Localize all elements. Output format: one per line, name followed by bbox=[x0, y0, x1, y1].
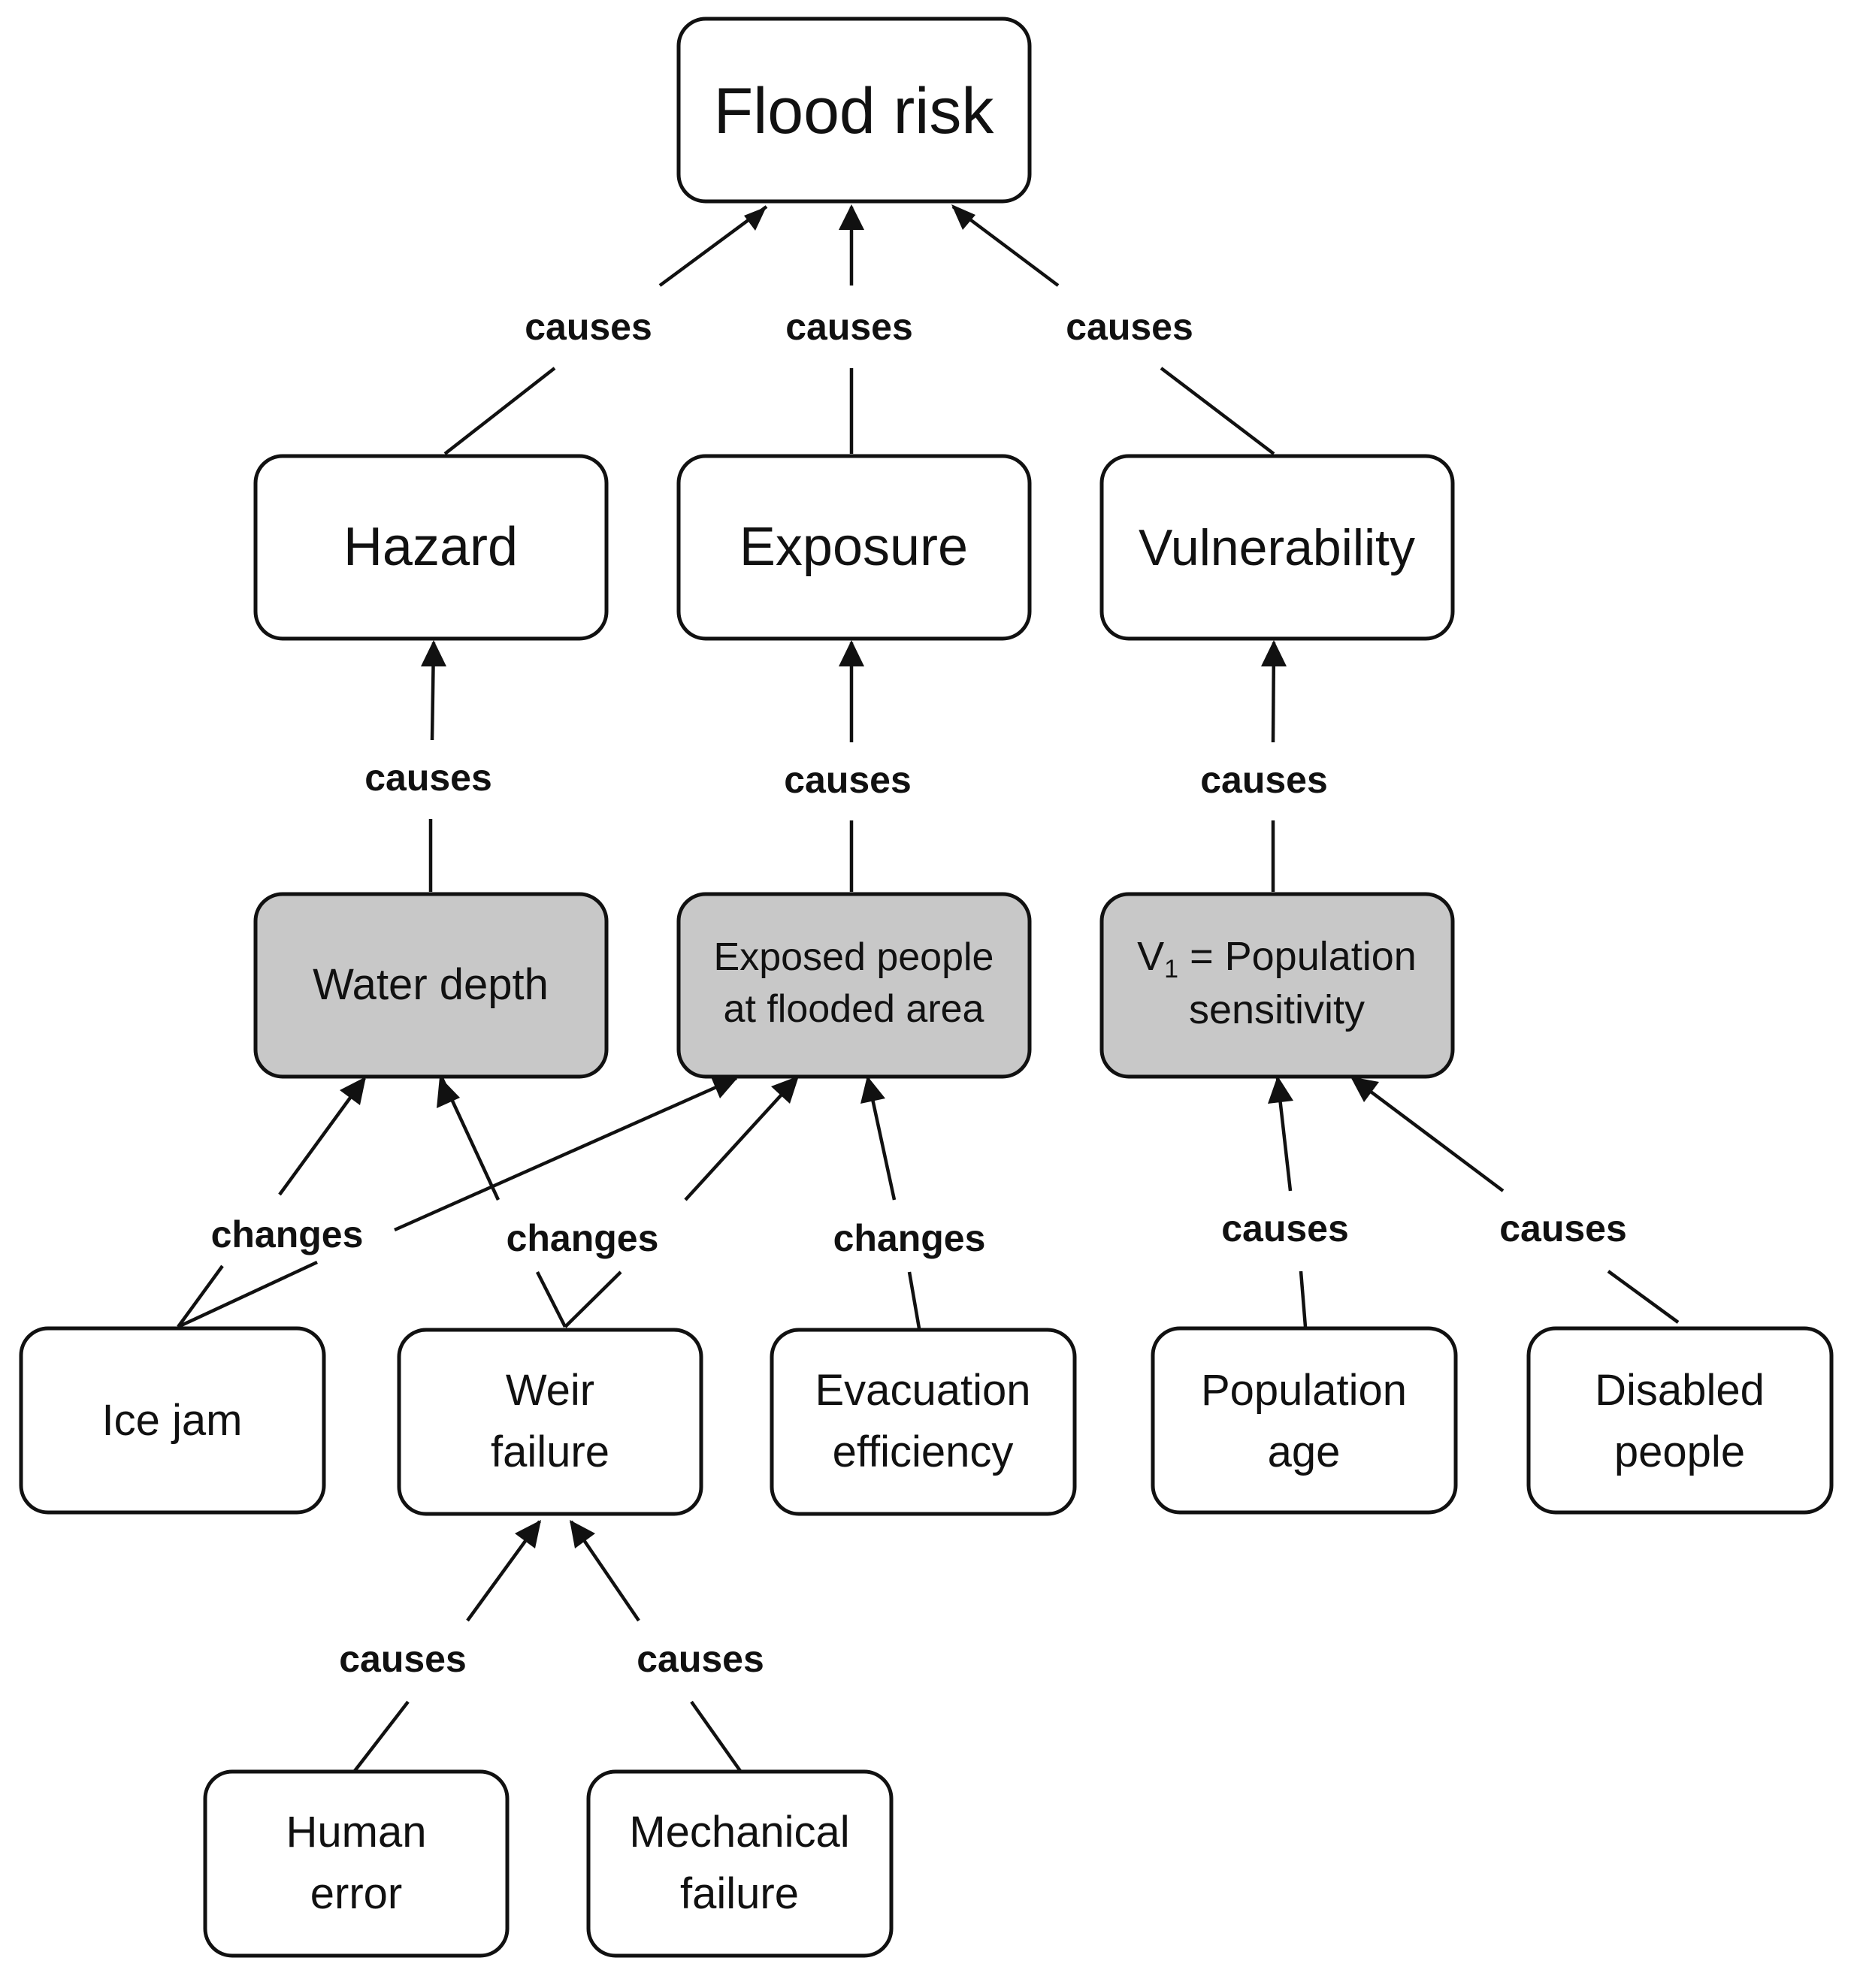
node-water-depth: Water depth bbox=[253, 892, 609, 1079]
edge-human-tail bbox=[353, 1700, 410, 1772]
node-population-sensitivity-line1: V1 = Population bbox=[1137, 934, 1417, 983]
arrowhead-exposure-to-flood-risk bbox=[839, 204, 864, 230]
edge-disabled-head bbox=[1351, 1077, 1505, 1192]
label-causes: causes bbox=[1066, 306, 1193, 348]
edge-popage-tail bbox=[1299, 1270, 1308, 1328]
node-ice-jam-label: Ice jam bbox=[102, 1396, 243, 1445]
arrowhead-wd-to-hazard bbox=[421, 640, 446, 666]
node-vulnerability: Vulnerability bbox=[1099, 454, 1455, 641]
label-causes: causes bbox=[525, 306, 652, 348]
node-ice-jam: Ice jam bbox=[19, 1326, 326, 1515]
edge-icejam-wd-tail bbox=[177, 1264, 224, 1328]
node-weir-failure: Weir failure bbox=[397, 1328, 703, 1516]
label-causes: causes bbox=[1200, 759, 1328, 801]
arrowhead-hazard-to-flood-risk bbox=[744, 207, 767, 231]
node-population-age-line1: Population bbox=[1201, 1366, 1407, 1415]
node-mechanical-failure-line2: failure bbox=[680, 1869, 799, 1918]
edge-icejam-ep-tail bbox=[177, 1260, 318, 1329]
label-causes: causes bbox=[637, 1638, 764, 1680]
node-flood-risk-label: Flood risk bbox=[714, 75, 995, 147]
node-evacuation-efficiency: Evacuation efficiency bbox=[770, 1328, 1077, 1516]
label-causes: causes bbox=[339, 1638, 467, 1680]
edge-mech-tail bbox=[690, 1700, 742, 1772]
label-causes: causes bbox=[784, 759, 912, 801]
node-human-error-line1: Human bbox=[286, 1808, 427, 1857]
node-disabled-people-line1: Disabled bbox=[1595, 1366, 1765, 1415]
edge-weir-ep-tail bbox=[564, 1270, 622, 1328]
node-evacuation-efficiency-line2: efficiency bbox=[833, 1428, 1014, 1476]
nodes: Flood risk Hazard Exposure Vulnerability… bbox=[19, 17, 1834, 1958]
arrowhead-icejam-to-wd bbox=[340, 1077, 366, 1105]
node-hazard: Hazard bbox=[253, 454, 609, 641]
node-human-error-line2: error bbox=[310, 1869, 402, 1918]
label-causes: causes bbox=[1499, 1207, 1627, 1249]
v1-rest: = Population bbox=[1178, 934, 1417, 979]
arrowhead-human-to-weir bbox=[515, 1520, 541, 1548]
node-weir-failure-line1: Weir bbox=[506, 1366, 594, 1415]
node-disabled-people-line2: people bbox=[1614, 1428, 1745, 1476]
edge-disabled-tail bbox=[1607, 1270, 1680, 1324]
edge-vulnerability-tail bbox=[1160, 367, 1275, 455]
node-exposed-people: Exposed people at flooded area bbox=[676, 892, 1032, 1079]
node-vulnerability-label: Vulnerability bbox=[1139, 519, 1415, 576]
node-human-error: Human error bbox=[203, 1769, 510, 1958]
node-weir-failure-line2: failure bbox=[491, 1428, 609, 1476]
edge-hazard-tail bbox=[443, 367, 556, 455]
arrowhead-evac-to-ep bbox=[860, 1076, 885, 1104]
arrowhead-vulnerability-to-flood-risk bbox=[951, 204, 975, 230]
edge-evac-tail bbox=[907, 1271, 921, 1329]
arrowhead-ps-to-vulnerability bbox=[1261, 640, 1287, 666]
v1-subscript: 1 bbox=[1164, 955, 1178, 983]
arrowhead-weir-to-ep bbox=[771, 1076, 799, 1104]
node-population-sensitivity-line2: sensitivity bbox=[1189, 987, 1365, 1032]
edge-icejam-ep-head bbox=[394, 1076, 737, 1232]
arrowhead-popage-to-ps bbox=[1268, 1076, 1293, 1104]
label-changes: changes bbox=[211, 1213, 364, 1255]
node-exposure: Exposure bbox=[676, 454, 1032, 641]
node-population-age-line2: age bbox=[1268, 1428, 1341, 1476]
node-mechanical-failure-line1: Mechanical bbox=[629, 1808, 849, 1857]
node-evacuation-efficiency-line1: Evacuation bbox=[815, 1366, 1031, 1415]
edge-weir-wd-tail bbox=[535, 1270, 567, 1328]
arrowheads bbox=[340, 204, 1379, 1548]
arrowhead-icejam-to-ep bbox=[710, 1075, 739, 1098]
arrowhead-disabled-to-ps bbox=[1350, 1077, 1379, 1102]
node-population-sensitivity: V1 = Population sensitivity bbox=[1099, 892, 1455, 1079]
label-causes: causes bbox=[364, 757, 492, 799]
node-flood-risk: Flood risk bbox=[676, 17, 1032, 204]
node-mechanical-failure: Mechanical failure bbox=[586, 1769, 894, 1958]
v1-symbol: V bbox=[1137, 934, 1164, 979]
node-exposed-people-line2: at flooded area bbox=[724, 987, 984, 1031]
node-exposed-people-line1: Exposed people bbox=[714, 935, 994, 979]
arrowhead-weir-to-wd bbox=[437, 1077, 460, 1108]
node-water-depth-label: Water depth bbox=[313, 960, 549, 1009]
arrowhead-ep-to-exposure bbox=[839, 640, 864, 666]
label-changes: changes bbox=[833, 1217, 986, 1259]
edge-weir-ep-head bbox=[684, 1077, 798, 1201]
node-hazard-label: Hazard bbox=[343, 517, 518, 577]
node-population-age: Population age bbox=[1151, 1326, 1458, 1515]
label-changes: changes bbox=[507, 1217, 659, 1259]
node-disabled-people: Disabled people bbox=[1526, 1326, 1834, 1515]
relation-labels: causes causes causes causes causes cause… bbox=[211, 306, 1627, 1680]
label-causes: causes bbox=[785, 306, 913, 348]
node-exposure-label: Exposure bbox=[739, 517, 968, 577]
label-causes: causes bbox=[1221, 1207, 1349, 1249]
arrowhead-mech-to-weir bbox=[570, 1520, 595, 1548]
